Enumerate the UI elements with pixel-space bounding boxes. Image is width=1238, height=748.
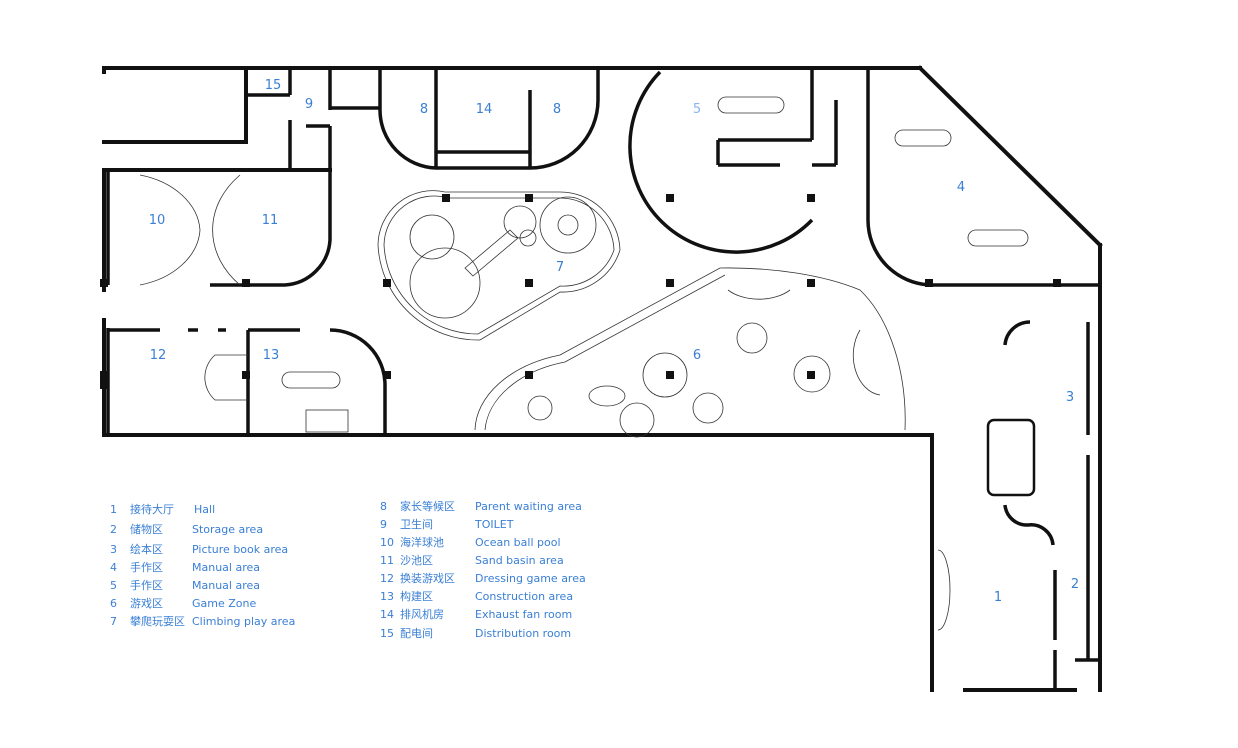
interior-walls [106,68,1100,690]
legend-number: 14 [380,608,394,621]
legend-en: Climbing play area [192,615,296,628]
tables [281,96,1029,389]
label-room-8b: 8 [553,102,561,117]
room-labels: 1 2 3 4 5 6 7 8 8 9 10 11 12 13 14 15 [149,78,1079,605]
legend-number: 5 [110,579,117,592]
legend-en: Distribution room [475,627,572,640]
legend-en: Hall [194,503,216,516]
legend-en: Manual area [192,579,260,592]
legend-cn: 沙池区 [400,554,433,567]
label-room-7: 7 [556,260,564,275]
legend-number: 10 [380,536,394,549]
legend-cn: 接待大厅 [130,503,174,516]
columns [100,194,1061,389]
label-room-8a: 8 [420,102,428,117]
legend-en: Construction area [475,590,574,603]
exterior-walls [102,65,1103,692]
label-room-12: 12 [150,348,167,363]
legend-en: Ocean ball pool [475,536,561,549]
legend-number: 15 [380,627,394,640]
label-room-13: 13 [263,348,280,363]
label-room-11: 11 [262,213,279,228]
label-room-15: 15 [265,78,282,93]
legend-number: 7 [110,615,117,628]
legend-number: 9 [380,518,387,531]
legend-cn: 海洋球池 [400,536,444,549]
label-room-3: 3 [1066,390,1074,405]
legend-cn: 绘本区 [130,543,163,556]
label-room-10: 10 [149,213,166,228]
legend-cn: 配电间 [400,627,433,640]
legend-en: Picture book area [192,543,289,556]
legend-en: Sand basin area [475,554,564,567]
legend-number: 2 [110,523,117,536]
legend-en: Dressing game area [475,572,586,585]
label-room-14: 14 [476,102,493,117]
legend-en: Manual area [192,561,260,574]
legend-cn: 换装游戏区 [400,572,455,585]
legend-number: 11 [380,554,394,567]
label-room-1: 1 [994,590,1002,605]
legend-number: 6 [110,597,117,610]
legend-cn: 储物区 [130,523,163,536]
legend-cn: 手作区 [130,579,163,592]
label-room-4: 4 [957,180,965,195]
legend-number: 4 [110,561,117,574]
legend-number: 8 [380,500,387,513]
legend-en: Parent waiting area [475,500,582,513]
legend-cn: 家长等候区 [400,500,455,513]
legend-en: TOILET [475,518,514,531]
label-room-5: 5 [693,102,701,117]
legend-en: Game Zone [192,597,257,610]
legend-en: Storage area [192,523,264,536]
label-room-2: 2 [1071,577,1079,592]
legend-cn: 排风机房 [400,608,444,621]
legend-number: 3 [110,543,117,556]
legend-en: Exhaust fan room [475,608,573,621]
legend-number: 1 [110,503,117,516]
legend-cn: 攀爬玩耍区 [130,615,185,628]
legend-number: 12 [380,572,394,585]
legend-cn: 游戏区 [130,597,163,610]
label-room-9: 9 [305,97,313,112]
thin-lines [139,174,1036,631]
label-room-6: 6 [693,348,701,363]
legend-cn: 构建区 [400,590,433,603]
legend-number: 13 [380,590,394,603]
legend-cn: 手作区 [130,561,163,574]
legend-cn: 卫生间 [400,518,433,531]
